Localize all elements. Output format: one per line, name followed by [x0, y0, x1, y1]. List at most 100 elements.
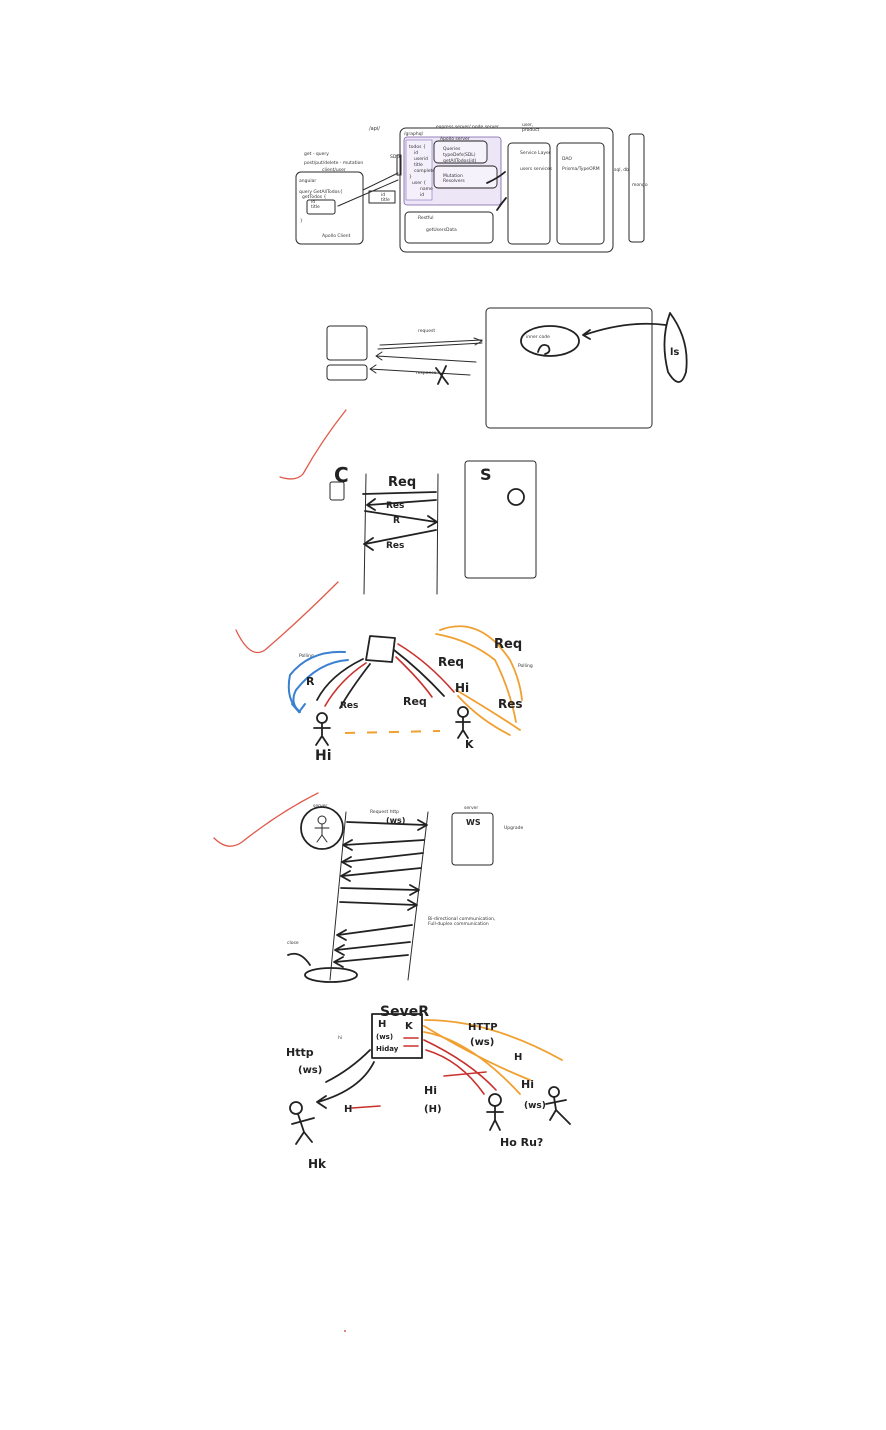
- hi-label: hi: [338, 1035, 342, 1041]
- user-figure: [317, 815, 327, 825]
- arrow: [486, 171, 506, 184]
- response-arrow: [375, 351, 477, 363]
- restful-label: Restful: [418, 215, 434, 221]
- dao-box: [556, 142, 605, 245]
- field-title: title: [311, 204, 320, 210]
- angular-label: angular: [299, 178, 316, 184]
- orange-arrow: [455, 689, 521, 731]
- restful-box: [404, 211, 494, 244]
- client-server-sequence: C Req Res R Res S: [279, 409, 537, 595]
- orange-arrow: [424, 1019, 563, 1061]
- arrow: [340, 884, 420, 896]
- arrow: [364, 510, 438, 528]
- sdg-badge: SDG: [390, 154, 400, 160]
- full-duplex-label: Full-duplex communication: [428, 921, 489, 927]
- req-mid-label: Req: [403, 695, 427, 708]
- request-arrow: [379, 339, 483, 346]
- red-arrow: [423, 1039, 497, 1091]
- hi-right-label: Hi: [521, 1078, 534, 1091]
- apollo-server-label: Apollo server: [440, 136, 470, 142]
- schema-line: id: [420, 192, 424, 198]
- req-label: Req: [388, 475, 416, 490]
- ws-box-label: WS: [466, 818, 481, 827]
- arrow: [393, 649, 445, 697]
- post-put-delete-label: post/put/delete - mutation: [304, 160, 363, 166]
- request-label: request: [418, 328, 435, 334]
- arrow: [362, 172, 399, 191]
- box-k-label: K: [405, 1021, 414, 1032]
- api-label: /api/: [369, 126, 380, 132]
- express-server-box: [399, 127, 614, 253]
- resolvers-label: Resolvers: [443, 178, 465, 184]
- hk-label: Hk: [308, 1157, 327, 1171]
- arrow: [346, 819, 428, 831]
- dashed-link: [344, 730, 441, 734]
- r-label: R: [306, 675, 315, 688]
- req-top-label: Req: [438, 655, 464, 669]
- response-id: id: [381, 192, 385, 198]
- client-lifeline: [329, 811, 347, 981]
- arrow: [496, 197, 507, 211]
- res-label-2: Res: [386, 541, 404, 551]
- message-arrows: [333, 819, 428, 968]
- server-box: [371, 1013, 423, 1059]
- stray-dot: [344, 1330, 346, 1332]
- arrow: [340, 867, 422, 882]
- client-lifeline: [363, 473, 367, 595]
- server-lifeline: [407, 811, 429, 981]
- cross-mark: [435, 365, 449, 385]
- user-figure: [316, 712, 328, 724]
- red-marks: [403, 1037, 419, 1047]
- query-getall-label: query GetAllTodos{: [299, 189, 343, 195]
- ws-left-label: (ws): [298, 1065, 322, 1076]
- product-label: product: [522, 127, 540, 133]
- server-label: SeveR: [380, 1004, 429, 1020]
- k-label: K: [465, 738, 474, 751]
- external-scribble: ls: [670, 347, 679, 358]
- check-mark: [213, 792, 319, 847]
- closing-brace: }: [300, 218, 303, 224]
- query-fields-box: [306, 199, 336, 215]
- arrow: [324, 662, 367, 707]
- ws-server-box: [451, 812, 494, 866]
- h-left-label: H: [344, 1104, 352, 1115]
- polling-right-label: Polling: [518, 663, 533, 669]
- request-arrow: [377, 337, 483, 350]
- box-line-hiday: Hiday: [376, 1045, 399, 1053]
- user-figure: [488, 1093, 502, 1107]
- request-http-label: Request http: [370, 809, 399, 815]
- polling-arrow: [287, 650, 346, 713]
- user-figure: [457, 706, 469, 718]
- upgrade-label: Upgrade: [504, 825, 523, 831]
- request-response-diagram: request response inner code ls: [326, 307, 688, 429]
- schema-line: }: [409, 174, 412, 180]
- red-arrow: [425, 1049, 485, 1095]
- res-left-label: Res: [340, 701, 358, 711]
- orange-arrow: [439, 625, 523, 701]
- client-small-box: [326, 364, 368, 381]
- arrow: [339, 663, 371, 709]
- client-letter: C: [334, 463, 349, 487]
- orange-arrow: [457, 695, 511, 736]
- res-right-label: Res: [498, 697, 523, 711]
- schema-line: completed: [414, 168, 438, 174]
- graphql-route: /graphql: [404, 131, 423, 137]
- user-figure: [313, 722, 331, 746]
- orange-arrow: [423, 1031, 521, 1095]
- arrow: [339, 899, 418, 911]
- how-r-u-label: Ho Ru?: [500, 1136, 543, 1149]
- service-layer-box: [507, 142, 551, 245]
- prisma-label: Prisma/TypeORM: [562, 166, 600, 172]
- server-node: [365, 635, 396, 663]
- websocket-server-diagram: SeveR H (ws) Hiday K hi Http (ws) H Hk H…: [286, 1004, 571, 1171]
- r-label: R: [393, 516, 400, 526]
- arrow: [363, 529, 437, 551]
- express-label: express server/ node server: [436, 124, 499, 130]
- ws-right-label: (ws): [470, 1037, 494, 1048]
- response-arrow: [369, 364, 471, 376]
- hi-left-label: Hi: [315, 748, 332, 764]
- database-box: [628, 133, 645, 243]
- server-letter: S: [480, 465, 492, 484]
- red-line: [443, 1071, 487, 1077]
